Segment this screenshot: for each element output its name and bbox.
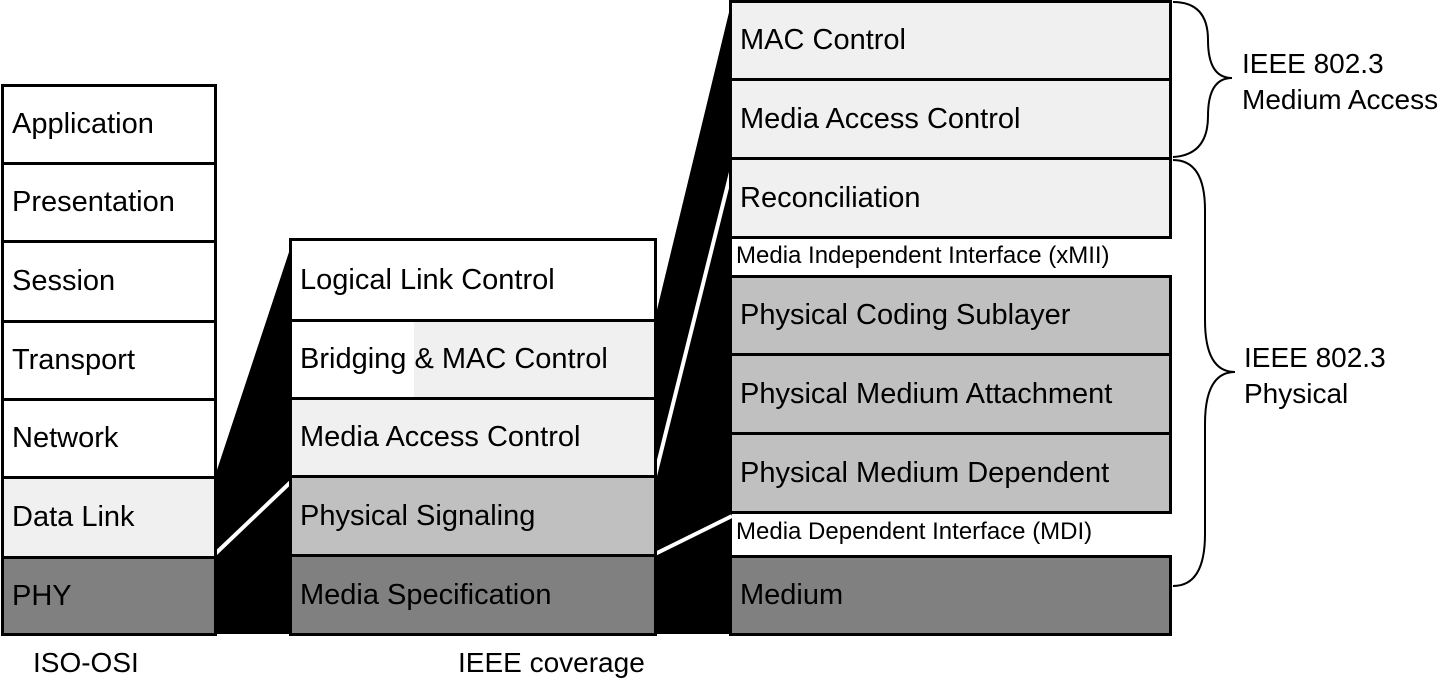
ieee8023-layer-pmd: Physical Medium Dependent (729, 432, 1172, 514)
ieee8023-layer-medium: Medium (729, 555, 1172, 636)
physig-mapping-line (654, 514, 733, 556)
osi-layer-presentation: Presentation (1, 162, 217, 243)
medium-access-line2: Medium Access (1242, 84, 1439, 116)
mac-mapping-line (653, 159, 736, 477)
medium-access-brace (1172, 1, 1233, 158)
ieee8023-layer-mac-control: MAC Control (729, 0, 1172, 81)
coverage-layer-physical-signaling: Physical Signaling (289, 475, 657, 557)
osi-to-ieee-funnel (215, 240, 293, 634)
coverage-layer-media-access-control: Media Access Control (289, 397, 657, 478)
ieee8023-layer-reconciliation: Reconciliation (729, 157, 1172, 239)
physical-line2: Physical (1244, 378, 1349, 410)
osi-layer-transport: Transport (1, 320, 217, 401)
ieee-coverage-caption: IEEE coverage (458, 647, 645, 678)
ieee8023-layer-pma: Physical Medium Attachment (729, 353, 1172, 435)
ieee8023-layer-media-access-control: Media Access Control (729, 78, 1172, 160)
xmii-interface-label: Media Independent Interface (xMII) (733, 244, 1113, 268)
datalink-mapping-line (211, 474, 299, 558)
physical-brace (1172, 159, 1236, 587)
osi-layer-session: Session (1, 240, 217, 323)
physical-line1: IEEE 802.3 (1244, 342, 1386, 373)
osi-layer-data-link: Data Link (1, 476, 217, 559)
coverage-layer-llc: Logical Link Control (289, 238, 657, 322)
osi-layer-network: Network (1, 398, 217, 479)
physical-brace-label: IEEE 802.3 Physical (1244, 340, 1386, 413)
coverage-layer-media-specification: Media Specification (289, 554, 657, 636)
coverage-layer-bridging-mac-control: Bridging & MAC Control (289, 319, 657, 400)
ieee8023-layer-pcs: Physical Coding Sublayer (729, 275, 1172, 356)
osi-layer-application: Application (1, 84, 217, 165)
medium-access-brace-label: IEEE 802.3 Medium Access (1242, 46, 1438, 119)
medium-access-line1: IEEE 802.3 (1242, 48, 1384, 79)
osi-caption: ISO-OSI (33, 647, 139, 678)
osi-layer-phy: PHY (1, 556, 217, 636)
mdi-interface-label: Media Dependent Interface (MDI) (733, 520, 1096, 544)
